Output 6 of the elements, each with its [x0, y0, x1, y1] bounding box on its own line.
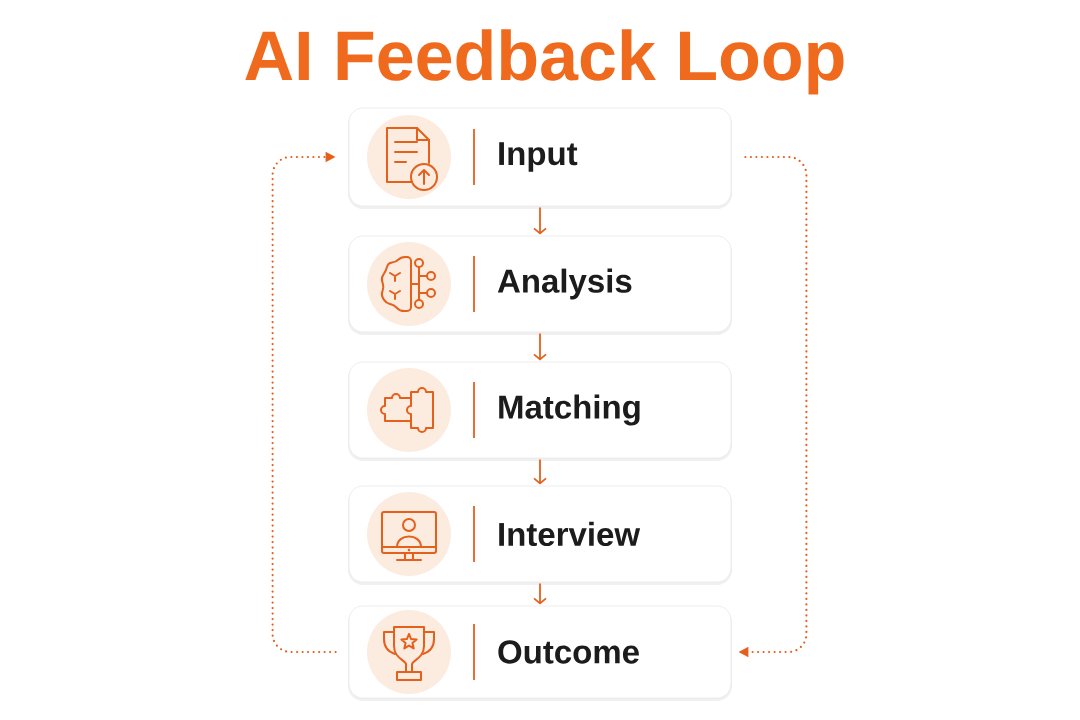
title: AI Feedback Loop	[245, 29, 844, 95]
arrow	[533, 458, 547, 485]
loop-arrow	[271, 151, 337, 654]
arrow	[533, 582, 547, 605]
arrow	[533, 206, 547, 235]
arrow	[533, 332, 547, 361]
